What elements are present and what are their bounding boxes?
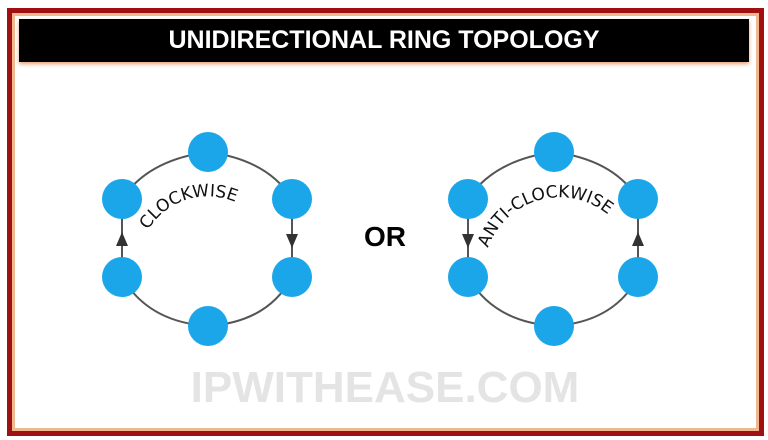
ring-node — [102, 257, 142, 297]
ring-node — [618, 179, 658, 219]
arrow-down-icon — [286, 234, 298, 248]
arrow-down-icon — [462, 234, 474, 248]
clockwise-ring — [102, 132, 312, 346]
arrow-up-icon — [116, 232, 128, 246]
watermark: IPWITHEASE.COM — [191, 363, 580, 412]
border-frame — [7, 8, 764, 436]
ring-node — [618, 257, 658, 297]
ring-node — [188, 306, 228, 346]
arrow-up-icon — [632, 232, 644, 246]
ring-node — [448, 179, 488, 219]
ring-node — [534, 306, 574, 346]
ring-node — [188, 132, 228, 172]
ring-node — [272, 257, 312, 297]
ring-node — [102, 179, 142, 219]
ring-node — [448, 257, 488, 297]
anti-clockwise-ring — [448, 132, 658, 346]
anti-clockwise-label: ANTI-CLOCKWISE — [474, 182, 617, 250]
ring-link — [121, 151, 293, 328]
ring-node — [534, 132, 574, 172]
or-separator: OR — [364, 221, 406, 252]
clockwise-label: CLOCKWISE — [136, 181, 241, 233]
diagram-title: UNIDIRECTIONAL RING TOPOLOGY — [19, 19, 749, 62]
ring-node — [272, 179, 312, 219]
